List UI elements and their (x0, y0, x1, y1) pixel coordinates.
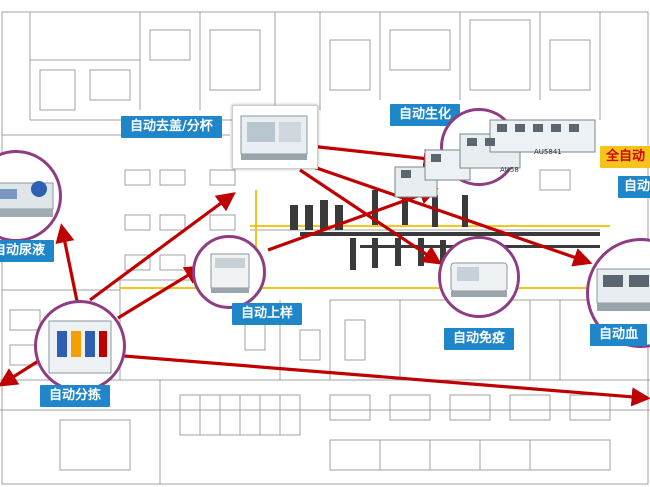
full-auto-label: 全自动 (600, 146, 650, 168)
immuno-node (438, 236, 520, 318)
decap-label: 自动去盖/分杯 (121, 116, 222, 138)
biochem-partial-label: 自动 (618, 176, 650, 198)
arrow-sort-to-loading (117, 265, 205, 320)
sorting-machine-icon (48, 320, 112, 374)
analyzer-tag-b: AU58 (500, 166, 519, 174)
sorting-label: 自动分拣 (40, 385, 111, 407)
biochem-label: 自动生化 (390, 104, 461, 126)
arrow-sort-offscreen-left (0, 358, 41, 387)
urine-analyzer-icon (0, 181, 54, 217)
arrow-decap-to-blood (304, 162, 593, 267)
immuno-label: 自动免疫 (444, 328, 515, 350)
urine-label: 自动尿液 (0, 240, 55, 262)
immuno-analyzer-icon (450, 262, 508, 297)
arrow-decap-to-biochem (309, 144, 443, 168)
analyzer-tag-a: AU5841 (534, 148, 562, 156)
blood-analyzer-icon (596, 268, 650, 311)
loading-node (192, 235, 266, 309)
arrow-loading-to-blood-lane (267, 185, 439, 252)
sorting-node (34, 300, 126, 392)
arrow-sort-to-right-edge (123, 354, 650, 407)
decap-machine-photo (232, 105, 318, 169)
biochem-analyzers-icon (394, 119, 596, 198)
arrow-sort-to-urine (55, 223, 80, 307)
loading-label: 自动上样 (232, 303, 303, 325)
loading-machine-icon (210, 253, 250, 293)
decap-machine-icon (240, 115, 308, 160)
arrow-decap-to-immuno (299, 168, 442, 265)
arrow-sort-to-decap (89, 192, 236, 302)
blood-label: 自动血 (590, 324, 648, 346)
